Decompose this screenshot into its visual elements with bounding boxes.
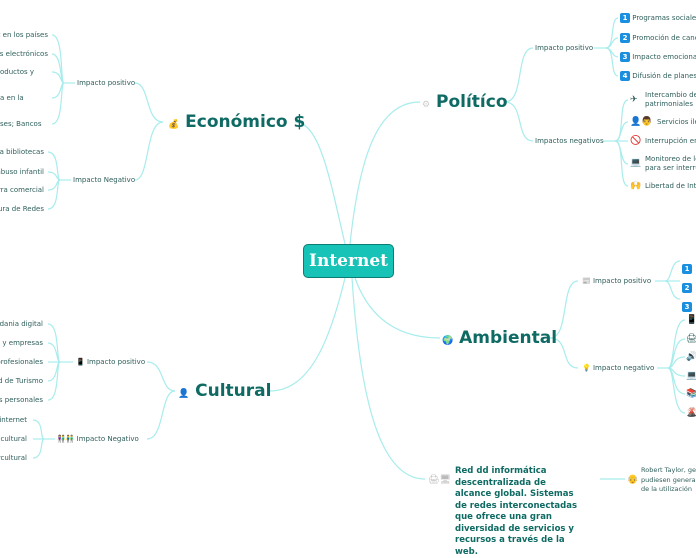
phone-icon: 📱 [76,358,85,366]
list-item[interactable]: oductos y [0,68,35,76]
list-item[interactable]: adania digital [0,320,43,328]
list-item[interactable]: a en la [0,94,24,102]
definition-node[interactable]: Red dd informática descentralizada de al… [455,466,578,557]
lightbulb-icon: 💡 [582,364,591,372]
newspaper-icon: 📰 [582,277,591,285]
ambiental-positivo[interactable]: 📰 Impacto positivo [582,277,652,285]
branch-politico[interactable]: ⚙ Polítíco [422,92,508,112]
branch-economico[interactable]: 💰 Económico $ [168,112,306,132]
prohibited-icon: 🚫 [630,136,642,146]
globe-icon: 🌍 [442,336,454,346]
list-item[interactable]: abuso infantil [0,168,44,176]
list-item[interactable]: es personales [0,396,43,404]
politico-positivo[interactable]: Impacto positivo [535,44,594,52]
list-item[interactable]: d de Turismo [0,377,43,385]
list-item[interactable]: rra comercial [0,186,44,194]
phone-icon[interactable]: 📱 [686,315,696,325]
number-2-icon: 2 [620,33,630,43]
airplane-icon: ✈ [630,95,638,105]
branch-ambiental[interactable]: 🌍 Ambiental [442,328,558,348]
person-icon: 👴 [627,475,639,485]
list-item[interactable]: ses; Bancos [0,120,42,128]
cultural-positivo[interactable]: 📱 Impacto positivo [76,358,146,366]
gear-icon: ⚙ [422,100,431,110]
list-item[interactable]: 1 Programas sociales [620,13,696,23]
monitor-icon[interactable]: 💻 [686,371,696,381]
number-3-icon[interactable]: 3 [682,302,692,312]
people-group-icon: 👫👬 [57,435,75,443]
speaker-icon[interactable]: 🔊 [686,352,696,362]
fire-icon[interactable]: 🌋 [686,408,696,418]
number-2-icon[interactable]: 2 [682,283,692,293]
money-bag-icon: 💰 [168,120,180,130]
number-4-icon: 4 [620,71,630,81]
list-item[interactable]: a bibliotecas [0,148,44,156]
list-item[interactable]: os electrónicos [0,50,48,58]
list-item[interactable]: 2 Promoción de canc [620,33,696,43]
branch-cultural[interactable]: 👤 Cultural [178,381,272,401]
raised-hands-icon: 🙌 [630,181,642,191]
books-icon[interactable]: 📚 [686,389,696,399]
list-item[interactable]: rcultural [0,454,27,462]
connectors [32,17,686,480]
list-item[interactable]: Libertad de Inte [645,182,696,190]
number-3-icon: 3 [620,52,630,62]
politico-negativo[interactable]: Impactos negativos [535,137,604,145]
number-1-icon: 1 [620,13,630,23]
printer-icon: 🖨🖥 [428,475,451,485]
list-item[interactable]: 4 Difusión de planes [620,71,696,81]
printer-icon[interactable]: 🖨 [686,334,696,344]
number-1-icon[interactable]: 1 [682,264,692,274]
ambiental-negativo[interactable]: 💡 Impacto negativo [582,364,655,372]
people-icon: 👤👨 [630,117,653,127]
cultural-negativo[interactable]: 👫👬 Impacto Negativo [57,435,139,443]
list-item[interactable]: cultural [0,435,27,443]
monitor-icon: 💻 [630,158,642,168]
economico-negativo[interactable]: Impacto Negativo [73,176,136,184]
list-item[interactable]: et en los países [0,31,48,39]
list-item[interactable]: ura de Redes [0,205,44,213]
list-item[interactable]: Servicios ile [657,118,696,126]
list-item[interactable]: profesionales [0,358,43,366]
economico-positivo[interactable]: Impacto positivo [77,79,136,87]
central-node[interactable]: Internet [303,244,394,278]
list-item[interactable]: s y empresas [0,339,43,347]
list-item[interactable]: 3 Impacto emociona [620,52,696,62]
list-item[interactable]: internet [0,416,27,424]
person-icon: 👤 [178,389,190,399]
list-item[interactable]: Interrupción en [645,137,696,145]
